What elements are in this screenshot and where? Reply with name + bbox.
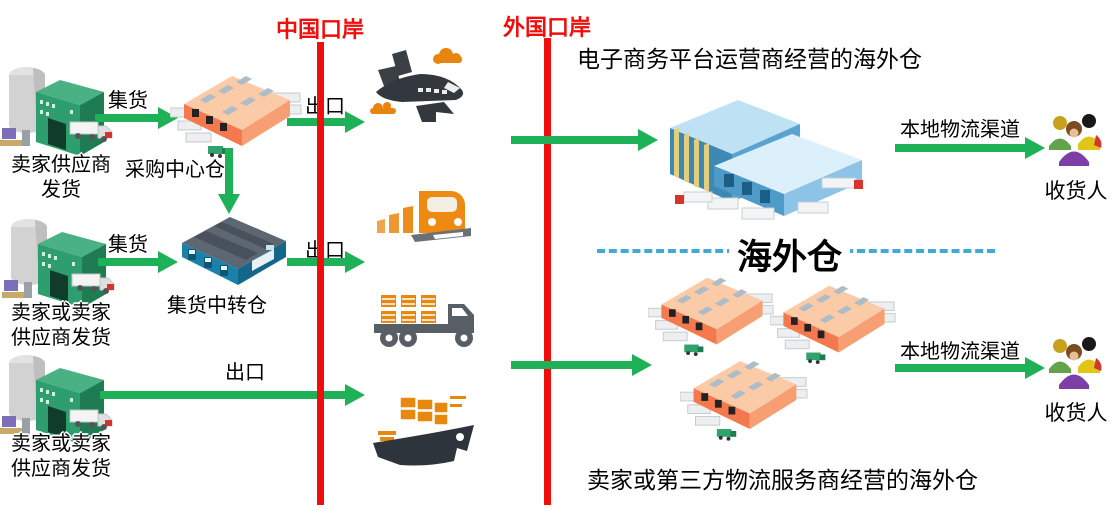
local-channel-arrow-top	[895, 144, 1025, 152]
cargo-plane-icon	[370, 48, 464, 122]
local-channel-label-top: 本地物流渠道	[900, 117, 1020, 141]
local-channel-arrow-bottom-head	[1025, 357, 1045, 379]
foreign-port-label: 外国口岸	[503, 16, 592, 41]
transit-hub-label: 集货中转仓	[167, 293, 267, 317]
large-blue-warehouse-icon	[670, 100, 863, 220]
factory-icon	[0, 67, 113, 156]
truck-icon	[374, 293, 474, 347]
factory-icon	[2, 219, 115, 308]
consignee-label-top: 收货人	[1044, 179, 1108, 203]
collect-arrow-2	[98, 258, 158, 266]
supplier-2-line2: 供应商发货	[11, 325, 111, 349]
hub-to-transit-arrow	[225, 148, 233, 194]
collect-arrow-1	[95, 114, 158, 122]
to-third-party-warehouse-arrow-head	[632, 354, 652, 376]
orange-warehouse-icon	[170, 76, 302, 158]
people-group-icon	[1049, 337, 1102, 389]
china-port-label: 中国口岸	[276, 18, 365, 43]
export-label-3: 出口	[225, 360, 265, 384]
export-label-1: 出口	[305, 94, 345, 118]
supplier-1-line2: 发货	[41, 177, 81, 201]
supplier-3-line1: 卖家或卖家	[11, 431, 111, 455]
factory-icon	[0, 355, 113, 444]
collect-label-1: 集货	[108, 88, 148, 112]
supplier-3-label: 卖家或卖家 供应商发货	[0, 431, 122, 481]
overseas-divider-label: 海外仓	[729, 229, 851, 280]
foreign-port-line	[544, 38, 551, 505]
purchase-hub-label: 采购中心仓	[125, 157, 225, 181]
orange-warehouse-icon	[648, 277, 774, 356]
local-channel-arrow-bottom	[895, 364, 1025, 372]
supplier-1-line1: 卖家供应商	[11, 152, 111, 176]
to-third-party-warehouse-arrow	[511, 361, 632, 369]
blue-warehouse-icon	[182, 217, 286, 285]
platform-warehouse-title: 电子商务平台运营商经营的海外仓	[577, 47, 922, 73]
container-ship-icon	[373, 396, 474, 466]
train-icon	[377, 191, 471, 242]
supplier-2-line1: 卖家或卖家	[11, 300, 111, 324]
hub-to-transit-arrow-head	[218, 194, 240, 214]
china-port-line	[317, 42, 324, 505]
supplier-2-label: 卖家或卖家 供应商发货	[0, 300, 122, 350]
export-arrow-2-head	[345, 251, 365, 273]
to-platform-warehouse-arrow-head	[638, 129, 658, 151]
export-arrow-1	[287, 118, 345, 126]
consignee-label-bottom: 收货人	[1044, 401, 1108, 425]
collect-arrow-2-head	[158, 251, 178, 273]
to-platform-warehouse-arrow	[511, 136, 638, 144]
export-arrow-3	[100, 391, 345, 399]
supplier-1-label: 卖家供应商 发货	[0, 152, 122, 202]
local-channel-arrow-top-head	[1025, 137, 1045, 159]
local-channel-label-bottom: 本地物流渠道	[900, 339, 1020, 363]
export-arrow-1-head	[345, 111, 365, 133]
collect-label-2: 集货	[108, 232, 148, 256]
orange-warehouse-icon	[680, 361, 808, 441]
supplier-3-line2: 供应商发货	[11, 456, 111, 480]
third-party-warehouse-title: 卖家或第三方物流服务商经营的海外仓	[587, 468, 978, 494]
export-arrow-2	[287, 258, 345, 266]
orange-warehouse-icon	[770, 285, 896, 364]
people-group-icon	[1049, 114, 1102, 166]
export-arrow-3-head	[345, 384, 365, 406]
